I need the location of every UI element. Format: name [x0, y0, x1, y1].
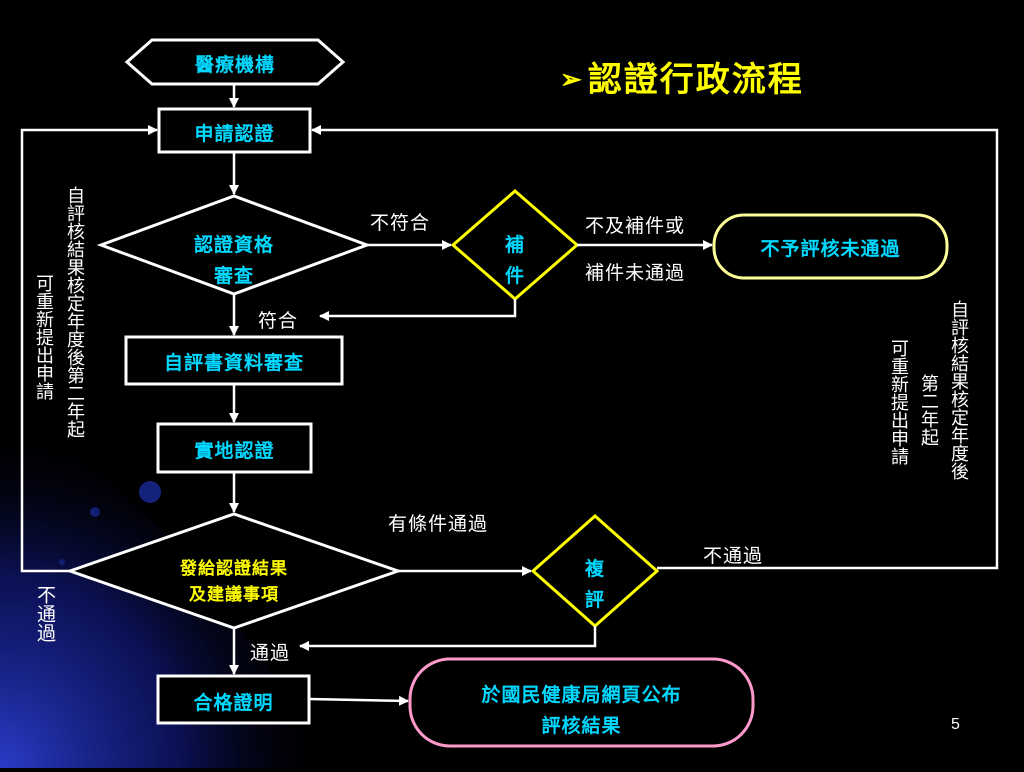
start-node-label: 醫療機構: [194, 54, 275, 76]
self-eval-label: 自評書資料審查: [163, 352, 304, 374]
arrow-supplement-back: [319, 299, 517, 321]
certificate-label: 合格證明: [193, 692, 274, 714]
start-node-shape: [124, 38, 346, 86]
page-number: 5: [951, 716, 960, 733]
fail-terminal-label: 不予評核未通過: [760, 238, 901, 260]
background-bubble: [59, 559, 65, 565]
left-note-column-a: 自評核結果核定年度後第二年起: [64, 186, 85, 438]
onsite-label: 實地認證: [194, 440, 275, 462]
supplement-label-line2: 件: [504, 265, 525, 287]
edge-label-compliant: 符合: [258, 310, 299, 332]
edge-label-not-compliant: 不符合: [370, 212, 431, 234]
supplement-label-line1: 補: [504, 234, 525, 256]
arrow-bullet-icon: ➢: [560, 65, 584, 95]
apply-label: 申請認證: [194, 123, 275, 145]
issue-result-label-line2: 及建議事項: [189, 585, 279, 605]
background-bubble: [139, 481, 161, 503]
re-review-label-line1: 複: [584, 558, 605, 580]
edge-label-no-supplement-line1: 不及補件或: [585, 215, 686, 237]
right-note-column-c: 可重新提出申請: [888, 339, 909, 465]
re-review-label-line2: 評: [584, 589, 605, 611]
background-bubble: [90, 507, 100, 517]
edge-label-not-pass: 不通過: [703, 545, 764, 567]
edge-label-pass: 通過: [250, 642, 291, 664]
right-note-column-a: 自評核結果核定年度後: [948, 300, 969, 480]
self-eval-box: [124, 335, 344, 386]
qualification-label-line2: 審查: [213, 265, 254, 287]
edge-label-conditional-pass: 有條件通過: [388, 513, 489, 535]
arrow-re-review-pass-back: [299, 626, 597, 651]
publish-label-line1: 於國民健康局網頁公布: [481, 684, 682, 706]
issue-result-label-line1: 發給認證結果: [180, 559, 288, 579]
arrow-certificate-to-publish: [308, 695, 409, 706]
qualification-label-line1: 認證資格: [193, 234, 274, 256]
left-note-column-b: 可重新提出申請: [33, 274, 54, 400]
arrow-re-review-to-right-loop: [311, 125, 999, 570]
slide-title: ➢認證行政流程: [560, 52, 804, 101]
publish-terminal: [408, 657, 755, 748]
publish-label-line2: 評核結果: [541, 715, 622, 737]
right-note-column-b: 第二年起: [918, 374, 939, 446]
certificate-box: [156, 674, 311, 725]
arrow-left-loop: [20, 125, 158, 573]
re-review-diamond: [530, 513, 660, 629]
apply-box: [157, 107, 312, 154]
fail-terminal: [712, 213, 949, 280]
left-fail-label: 不通過: [34, 585, 56, 642]
onsite-box: [156, 422, 313, 474]
slide-title-text: 認證行政流程: [587, 60, 804, 100]
edge-label-no-supplement-line2: 補件未通過: [585, 262, 686, 284]
